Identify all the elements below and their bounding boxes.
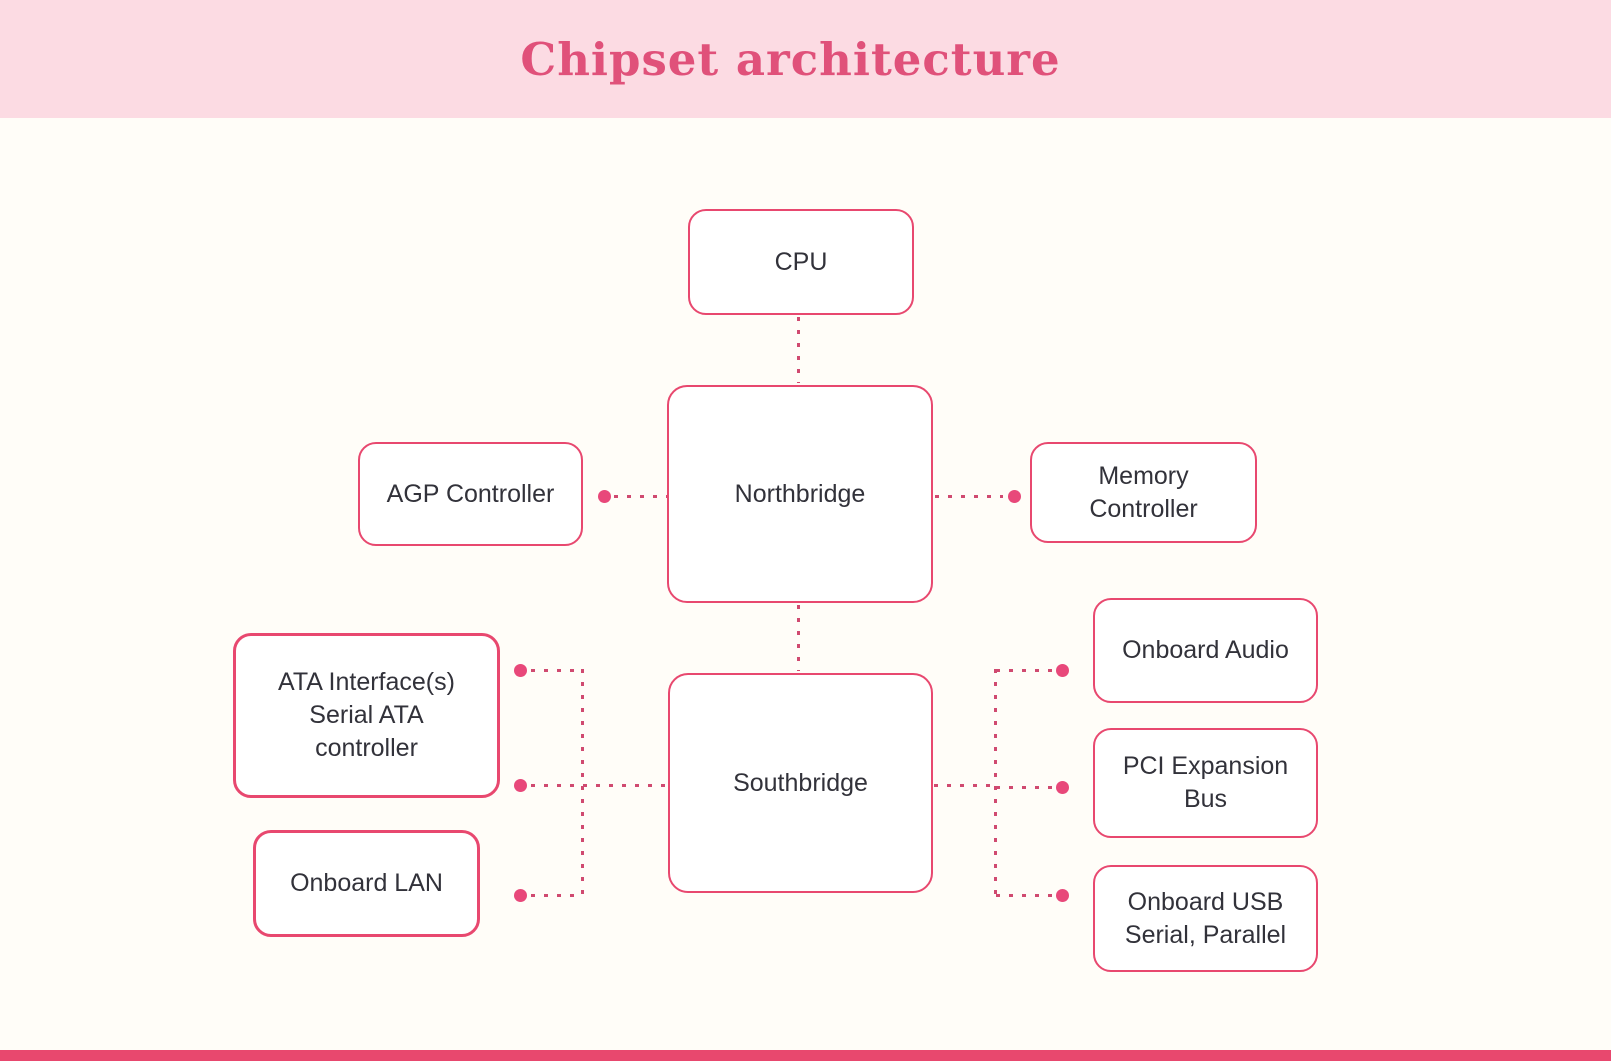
node-northbridge-label: Northbridge (734, 479, 866, 508)
node-onboard-lan-label: Onboard LAN (290, 869, 443, 897)
connection-dot-audio (1056, 664, 1069, 677)
node-onboard-lan: Onboard LAN (253, 830, 480, 937)
connector-southbridge-right (934, 784, 996, 787)
node-onboard-usb-label-line2: Serial, Parallel (1124, 920, 1287, 949)
node-pci-expansion-bus-label-line2: Bus (1183, 785, 1228, 813)
node-onboard-audio-label: Onboard Audio (1122, 636, 1289, 664)
connector-lan-branch (531, 894, 583, 897)
connection-dot-usb (1056, 889, 1069, 902)
page-title: Chipset architecture (520, 32, 1061, 86)
node-memory-controller: Memory Controller (1030, 442, 1257, 543)
connector-left-bus-vertical (581, 669, 584, 897)
connector-ata-top-branch (531, 669, 583, 672)
connection-dot-memory (1008, 490, 1021, 503)
node-ata-interface-label-line1: ATA Interface(s) (278, 668, 455, 696)
node-memory-controller-label-line2: Controller (1089, 494, 1198, 523)
diagram-canvas: CPU Northbridge AGP Controller Memory Co… (0, 118, 1611, 1050)
connector-audio-branch (996, 669, 1052, 672)
connection-dot-pci (1056, 781, 1069, 794)
node-northbridge: Northbridge (667, 385, 933, 603)
node-memory-controller-label-line1: Memory (1098, 461, 1189, 490)
connection-dot-ata-top (514, 664, 527, 677)
node-agp-controller: AGP Controller (358, 442, 583, 546)
node-agp-controller-label: AGP Controller (386, 479, 555, 508)
connector-usb-branch (996, 894, 1052, 897)
node-onboard-audio: Onboard Audio (1093, 598, 1318, 703)
node-ata-interface-label-line2: Serial ATA (309, 701, 424, 729)
connector-northbridge-southbridge (797, 605, 800, 671)
connector-pci-branch (996, 786, 1052, 789)
connector-cpu-northbridge (797, 317, 800, 383)
node-pci-expansion-bus-label-line1: PCI Expansion (1122, 752, 1289, 780)
node-onboard-usb-label-line1: Onboard USB (1127, 887, 1284, 916)
node-southbridge: Southbridge (668, 673, 933, 893)
connection-dot-ata-bottom (514, 779, 527, 792)
connection-dot-agp (598, 490, 611, 503)
node-pci-expansion-bus: PCI Expansion Bus (1093, 728, 1318, 838)
node-cpu-label: CPU (774, 247, 828, 276)
footer-accent-bar (0, 1050, 1611, 1061)
node-onboard-usb: Onboard USB Serial, Parallel (1093, 865, 1318, 972)
node-cpu: CPU (688, 209, 914, 315)
connection-dot-lan (514, 889, 527, 902)
connector-agp-northbridge (614, 495, 667, 498)
connector-northbridge-memory (935, 495, 1003, 498)
node-southbridge-label: Southbridge (733, 768, 868, 797)
node-ata-interface-label-line3: controller (315, 734, 418, 762)
connector-ata-southbridge (531, 784, 668, 787)
node-ata-interface: ATA Interface(s) Serial ATA controller (233, 633, 500, 798)
connector-right-bus-vertical (994, 669, 997, 897)
header-band: Chipset architecture (0, 0, 1611, 118)
